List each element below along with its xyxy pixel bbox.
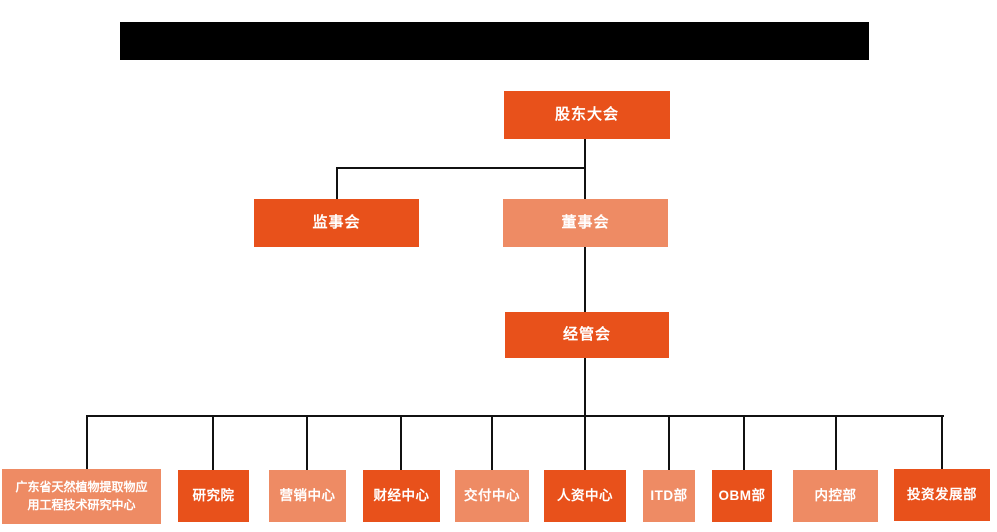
- connector-departments-horizontal: [87, 415, 944, 417]
- connector-management-departments: [584, 358, 586, 416]
- connector-dept-drop-6: [668, 415, 670, 470]
- node-dept-internal-control: 内控部: [793, 470, 878, 522]
- connector-dept-drop-8: [835, 415, 837, 470]
- node-board-of-directors: 董事会: [503, 199, 668, 247]
- node-dept-research-center: 广东省天然植物提取物应用工程技术研究中心: [2, 469, 161, 524]
- connector-branch-horizontal: [336, 167, 586, 169]
- node-dept-marketing-center: 营销中心: [269, 470, 346, 522]
- node-dept-finance-center: 财经中心: [363, 470, 440, 522]
- connector-dept-drop-9: [941, 415, 943, 470]
- connector-dept-drop-0: [86, 415, 88, 470]
- connector-dept-drop-3: [400, 415, 402, 470]
- node-dept-research-institute: 研究院: [178, 470, 249, 522]
- connector-dept-drop-4: [491, 415, 493, 470]
- connector-shareholders-board: [584, 139, 586, 199]
- node-shareholders-meeting: 股东大会: [504, 91, 670, 139]
- connector-dept-drop-5: [584, 415, 586, 470]
- node-dept-obm: OBM部: [712, 470, 772, 522]
- redacted-title-bar: [120, 22, 869, 60]
- node-dept-investment-development: 投资发展部: [894, 469, 990, 521]
- node-management-committee: 经管会: [505, 312, 669, 358]
- connector-board-management: [584, 247, 586, 312]
- node-dept-hr-center: 人资中心: [544, 470, 626, 522]
- connector-dept-drop-7: [743, 415, 745, 470]
- connector-supervisory-drop: [336, 167, 338, 199]
- node-dept-itd: ITD部: [643, 470, 695, 522]
- node-dept-delivery-center: 交付中心: [455, 470, 529, 522]
- node-supervisory-board: 监事会: [254, 199, 419, 247]
- connector-dept-drop-1: [212, 415, 214, 470]
- connector-dept-drop-2: [306, 415, 308, 470]
